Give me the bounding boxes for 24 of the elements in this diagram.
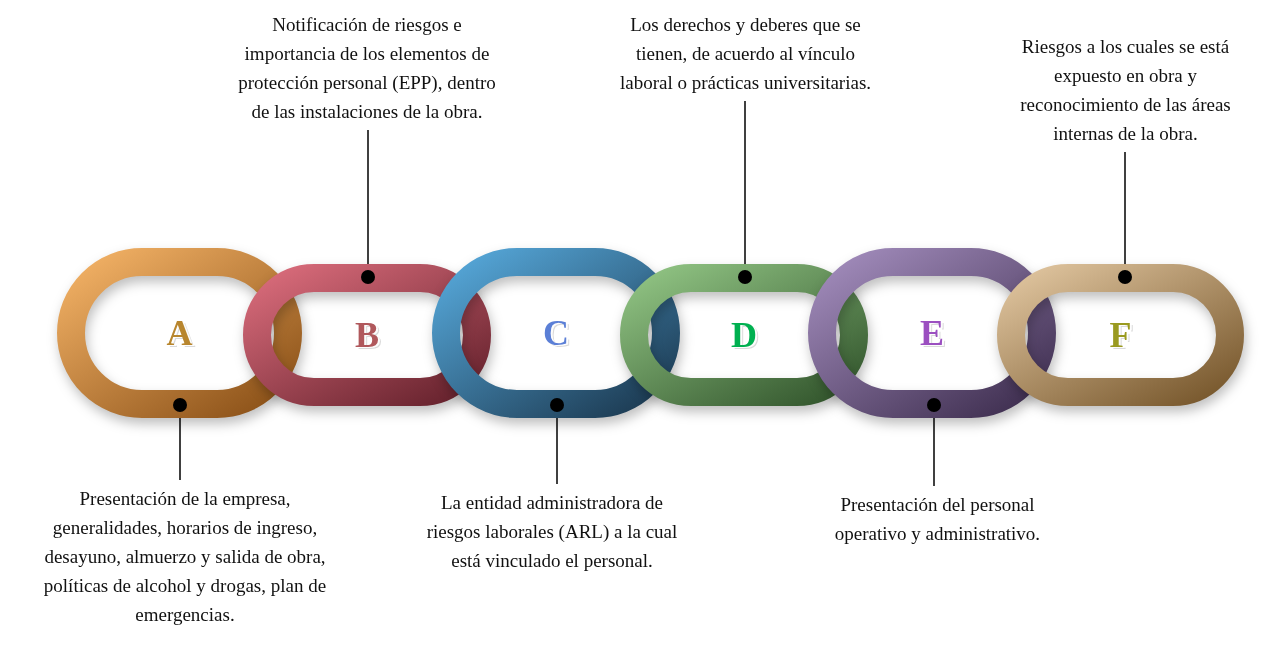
- chain-link: [808, 248, 1056, 418]
- description-text: Presentación de la empresa, generalidades, horarios de ingreso, desayuno, almuerzo y salida de obra, políticas de alcohol y drogas, plan de emergencias.: [40, 484, 330, 629]
- link-letter: A: [166, 312, 193, 354]
- chain-link: [620, 264, 868, 406]
- chain-link: [57, 248, 302, 418]
- leader-line: [550, 398, 564, 485]
- description-text: Riesgos a los cuales se está expuesto en obra y reconocimiento de las áreas internas de la obra.: [998, 32, 1253, 148]
- link-letter: F: [1109, 314, 1132, 356]
- link-letter: D: [731, 314, 757, 356]
- chain-link: [997, 264, 1244, 406]
- chain-link: [432, 248, 680, 418]
- leader-line: [173, 398, 187, 481]
- leader-line: [361, 129, 375, 284]
- chain-link: [243, 264, 491, 406]
- link-letter: C: [543, 312, 569, 354]
- description-text: Presentación del personal operativo y administrativo.: [830, 490, 1045, 548]
- description-text: Notificación de riesgos e importancia de los elementos de protección personal (EPP), dentro de las instalaciones de la obra.: [232, 10, 502, 126]
- link-letter: B: [355, 314, 379, 356]
- leader-line: [738, 100, 752, 284]
- leader-line: [1118, 151, 1132, 284]
- description-text: La entidad administradora de riesgos laborales (ARL) a la cual está vinculado el personal.: [412, 488, 692, 575]
- description-text: Los derechos y deberes que se tienen, de acuerdo al vínculo laboral o prácticas universitarias.: [618, 10, 873, 97]
- link-letter: E: [920, 312, 944, 354]
- leader-line: [927, 398, 941, 487]
